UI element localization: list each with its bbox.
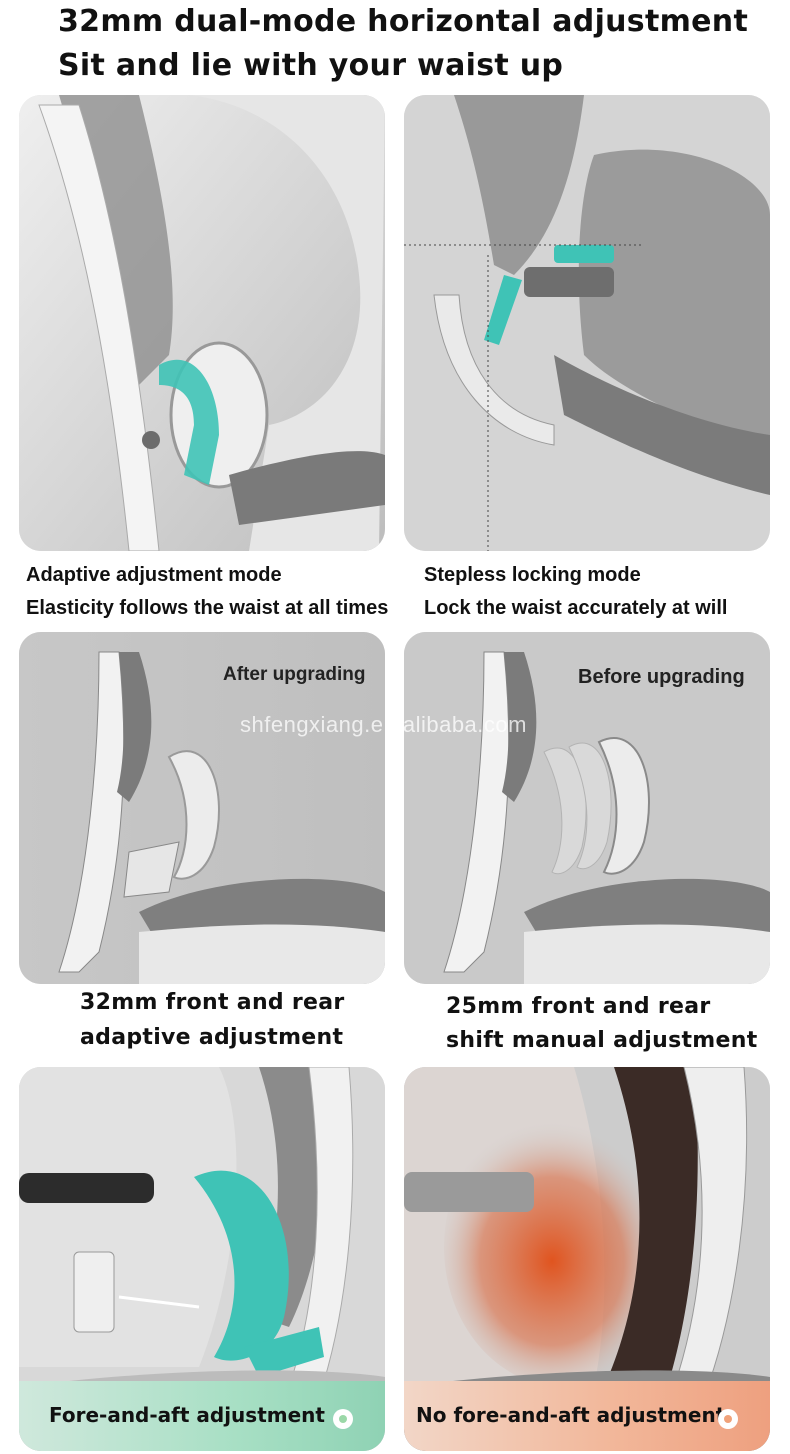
adaptive-adjustment-caption-1: 32mm front and rear — [80, 990, 345, 1015]
manual-adjustment-caption-1: 25mm front and rear — [446, 994, 711, 1019]
adaptive-mode-illustration — [19, 95, 385, 551]
after-upgrading-illustration — [19, 632, 385, 984]
locking-mode-description: Lock the waist accurately at will — [424, 597, 728, 619]
locking-mode-title: Stepless locking mode — [424, 564, 641, 586]
heading-line-2: Sit and lie with your waist up — [58, 48, 564, 83]
no-fore-aft-adjustment-image: No fore-and-aft adjustment — [404, 1067, 770, 1451]
locking-mode-image — [404, 95, 770, 551]
manual-adjustment-caption-2: shift manual adjustment — [446, 1028, 758, 1053]
after-upgrading-image: After upgrading — [19, 632, 385, 984]
adaptive-mode-title: Adaptive adjustment mode — [26, 564, 282, 586]
before-upgrading-label: Before upgrading — [578, 666, 745, 688]
orange-ring-icon — [718, 1409, 738, 1429]
before-upgrading-image: Before upgrading — [404, 632, 770, 984]
adaptive-mode-description: Elasticity follows the waist at all time… — [26, 597, 389, 619]
fore-aft-adjustment-label: Fore-and-aft adjustment — [49, 1403, 325, 1427]
adaptive-mode-image — [19, 95, 385, 551]
no-fore-aft-adjustment-label: No fore-and-aft adjustment — [416, 1403, 726, 1427]
after-upgrading-label: After upgrading — [223, 664, 366, 685]
watermark-text: shfengxiang.en.alibaba.com — [240, 712, 527, 737]
green-ring-icon — [333, 1409, 353, 1429]
fore-aft-adjustment-image: Fore-and-aft adjustment — [19, 1067, 385, 1451]
before-upgrading-illustration — [404, 632, 770, 984]
adaptive-adjustment-caption-2: adaptive adjustment — [80, 1025, 344, 1050]
heading-line-1: 32mm dual-mode horizontal adjustment — [58, 4, 749, 39]
no-fore-aft-label-bar: No fore-and-aft adjustment — [404, 1381, 770, 1451]
fore-aft-label-bar: Fore-and-aft adjustment — [19, 1381, 385, 1451]
locking-mode-illustration — [404, 95, 770, 551]
